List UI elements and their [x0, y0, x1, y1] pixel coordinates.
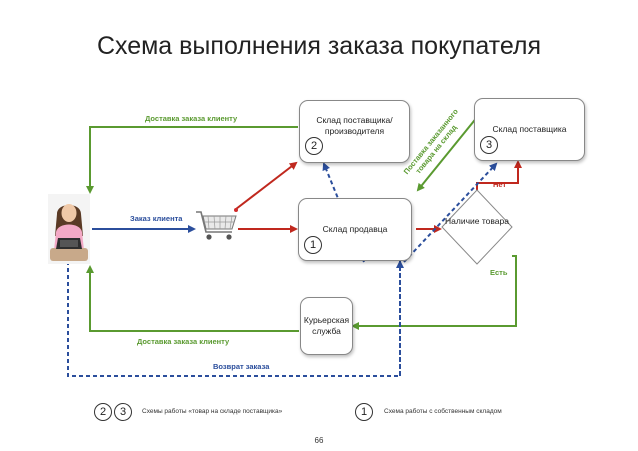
legend-badge-3: 3	[114, 403, 132, 421]
edge-yes-to-courier	[351, 255, 517, 330]
label-no: Нет	[493, 180, 507, 189]
edge-delivery-bottom	[86, 265, 299, 332]
node-label: Склад продавца	[322, 224, 388, 234]
node-supplier-manufacturer: Склад поставщика/ производителя 2	[299, 100, 410, 163]
shopping-cart-icon	[196, 208, 238, 240]
edge-no-to-supplier	[476, 160, 522, 190]
legend-badge-1: 1	[355, 403, 373, 421]
woman-with-laptop-icon	[48, 194, 90, 264]
page-title: Схема выполнения заказа покупателя	[96, 32, 542, 60]
decision-stock-check-label: Наличие товара	[445, 216, 509, 226]
node-courier-service: Курьерская служба	[300, 297, 353, 355]
customer-photo	[48, 194, 90, 264]
edge-dashed-to-supplier	[403, 162, 498, 263]
legend-text-supplier-schemes: Схемы работы «товар на складе поставщика…	[142, 408, 283, 415]
label-customer-order: Заказ клиента	[130, 214, 183, 223]
node-label: Курьерская служба	[303, 315, 350, 336]
decision-diamond	[441, 189, 513, 265]
scheme-badge-2: 2	[305, 137, 323, 155]
label-yes: Есть	[490, 268, 508, 277]
node-label: Склад поставщика	[492, 124, 567, 134]
node-seller-warehouse: Склад продавца 1	[298, 198, 412, 261]
label-delivery-top: Доставка заказа клиенту	[145, 114, 238, 123]
page-number: 66	[314, 436, 324, 445]
legend-badge-2: 2	[94, 403, 112, 421]
node-label: Склад поставщика/ производителя	[316, 115, 393, 136]
edge-delivery-top	[86, 126, 298, 194]
label-return: Возврат заказа	[213, 362, 270, 371]
legend-text-own-warehouse: Схема работы с собственным складом	[384, 408, 502, 415]
scheme-badge-3: 3	[480, 136, 498, 154]
edge-supply-to-seller	[416, 115, 479, 192]
edge-cart-to-manufacturer	[235, 161, 298, 210]
node-supplier: Склад поставщика 3	[474, 98, 585, 161]
label-delivery-bottom: Доставка заказа клиенту	[137, 337, 230, 346]
scheme-badge-1: 1	[304, 236, 322, 254]
